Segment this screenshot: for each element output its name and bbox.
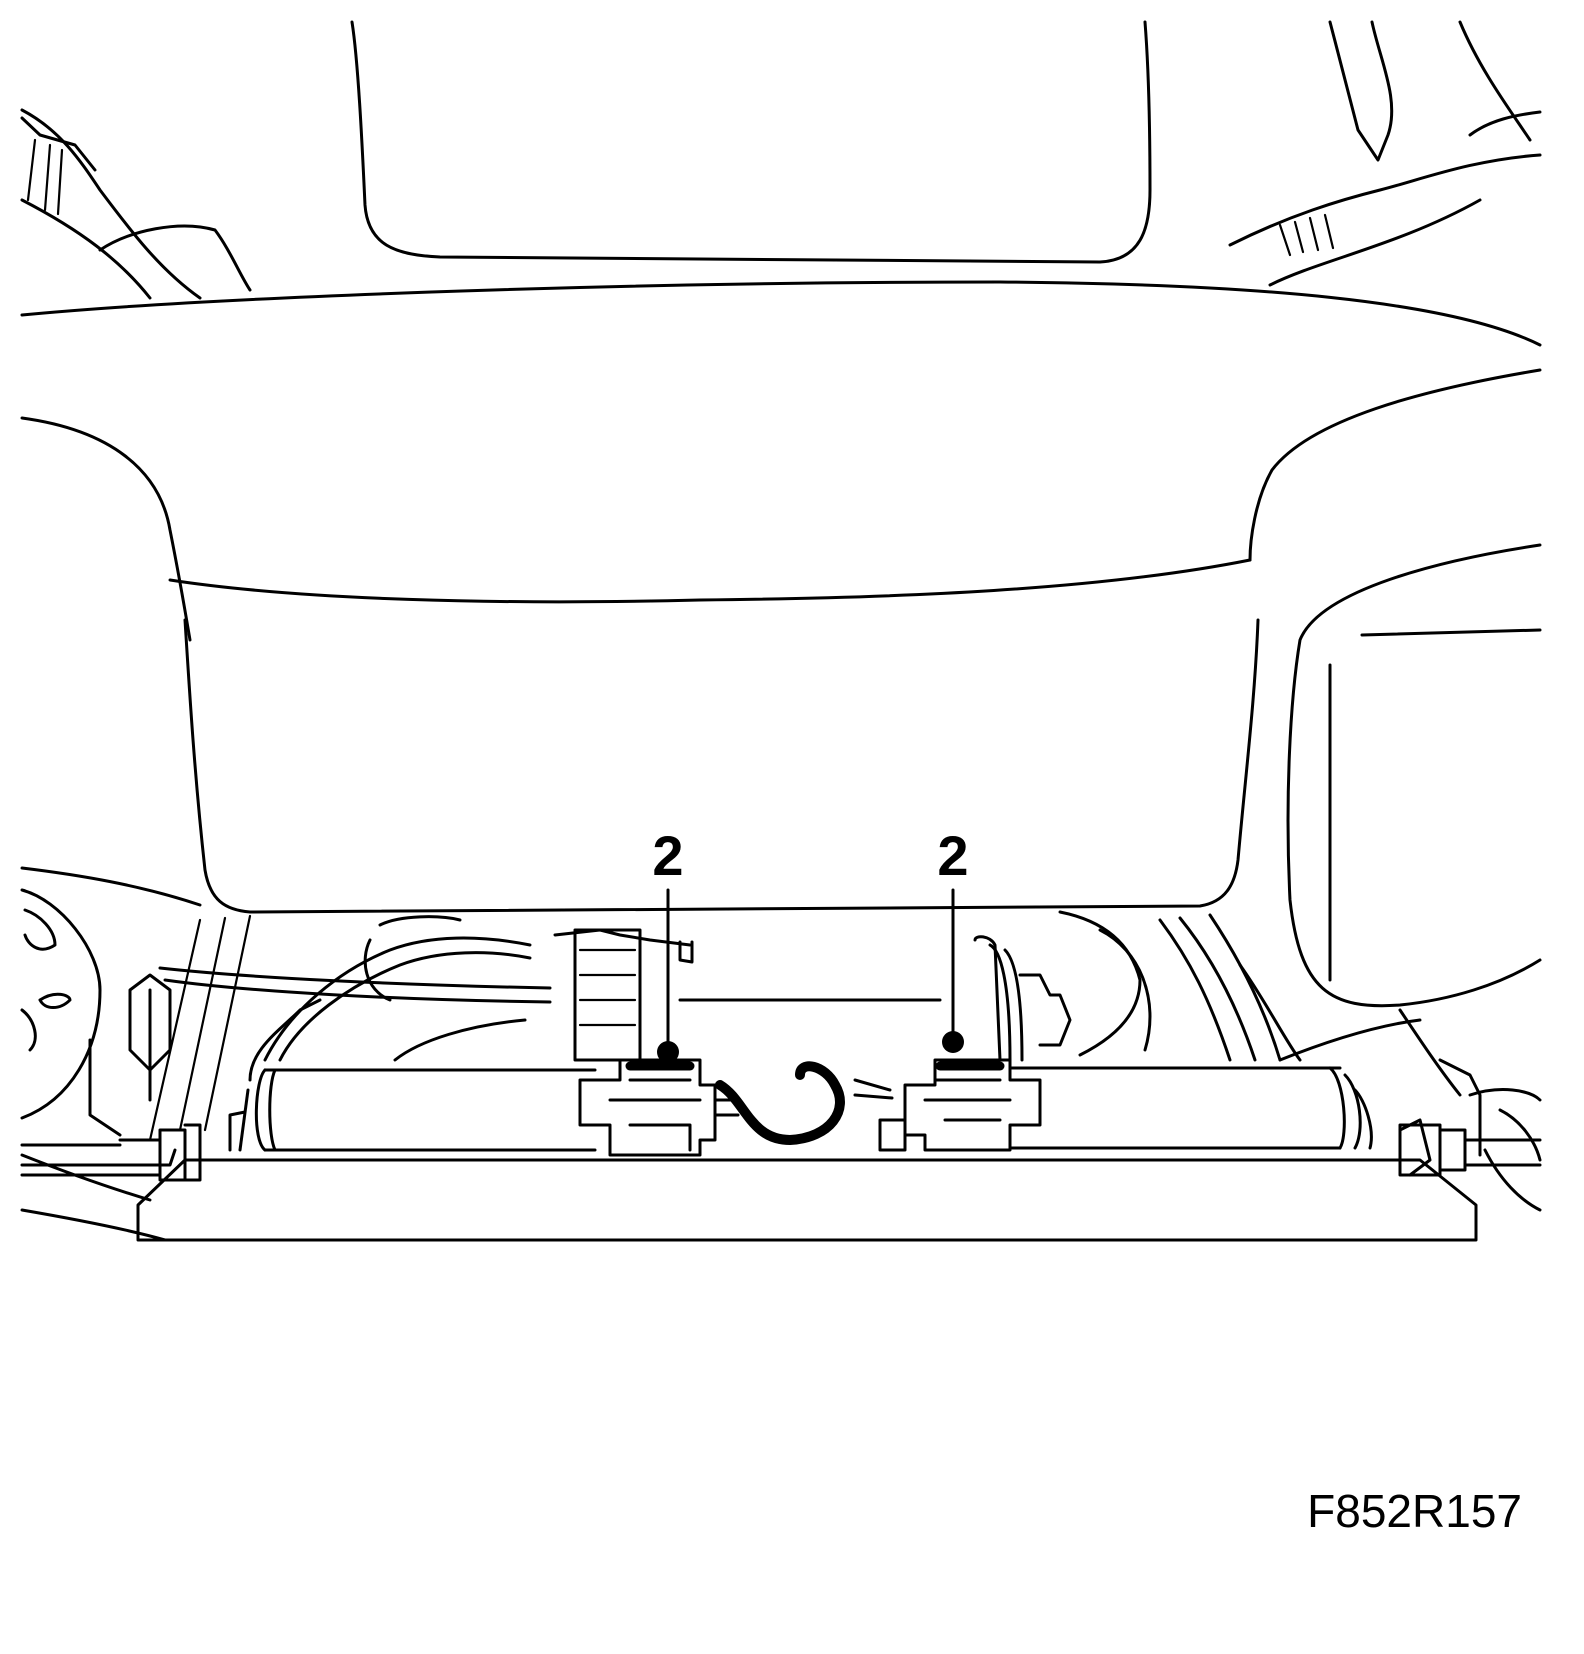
floor-left bbox=[20, 866, 252, 1242]
figure-id-label: F852R157 bbox=[1307, 1485, 1522, 1537]
bolt-left bbox=[20, 1123, 202, 1182]
callout-left: 2 bbox=[652, 824, 684, 1063]
seat-wiring-and-pipes bbox=[158, 915, 942, 1082]
connector-clip-right bbox=[878, 1058, 1042, 1152]
connector-clip-left bbox=[578, 1058, 717, 1157]
seat-left-upper-side bbox=[20, 108, 252, 300]
seat-cushion-lower bbox=[168, 543, 1542, 1008]
front-trim-panel bbox=[136, 1158, 1478, 1242]
callout-left-dot bbox=[657, 1041, 679, 1063]
connecting-hose bbox=[713, 1061, 894, 1145]
callout-left-label: 2 bbox=[652, 824, 683, 887]
seat-tube-right bbox=[1008, 1066, 1373, 1150]
callout-right-dot bbox=[942, 1031, 964, 1053]
right-mechanism bbox=[973, 910, 1542, 1212]
callout-right: 2 bbox=[937, 824, 969, 1053]
seat-backrest-top bbox=[350, 20, 1542, 287]
seat-tube-left bbox=[228, 1068, 597, 1152]
seat-cushion-band bbox=[20, 280, 1542, 642]
callout-right-label: 2 bbox=[937, 824, 968, 887]
